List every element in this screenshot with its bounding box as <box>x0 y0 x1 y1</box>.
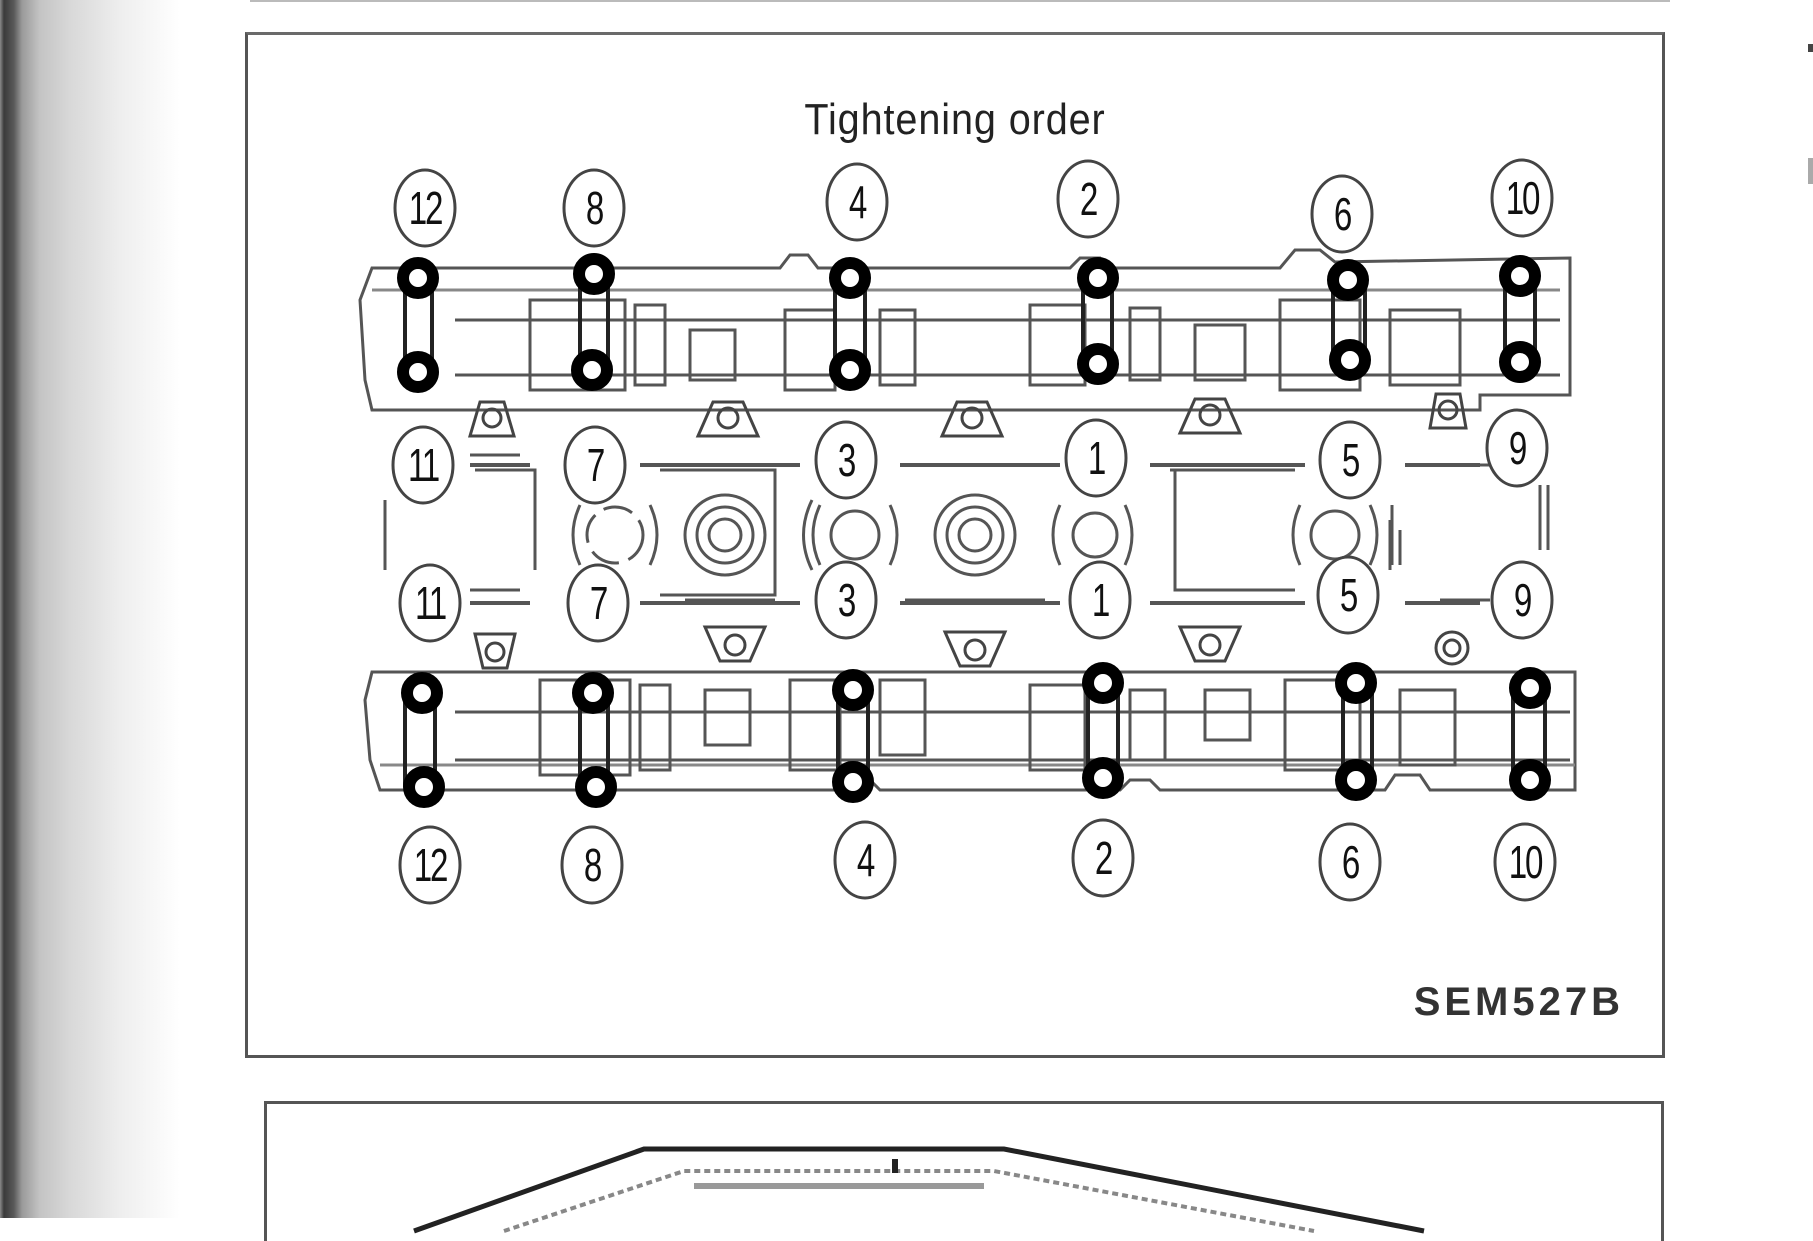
bolt-number-top-row: 10 <box>1505 172 1541 224</box>
bolt-number-lower-middle-row: 7 <box>589 577 608 629</box>
bolt-number-upper-middle-row: 3 <box>837 434 856 486</box>
bolt-number-bottom-row: 4 <box>856 834 875 886</box>
bolt-number-upper-middle-row: 7 <box>586 439 605 491</box>
figure-code: SEM527B <box>1413 980 1624 1024</box>
margin-mark <box>1808 44 1813 52</box>
bolt-number-bottom-row: 6 <box>1341 836 1360 888</box>
scanned-page-edge <box>0 0 180 1218</box>
bolt-number-top-row: 2 <box>1079 173 1098 225</box>
bolt-number-upper-middle-row: 1 <box>1087 432 1106 484</box>
bolt-number-bottom-row: 8 <box>583 839 602 891</box>
bolt-number-bottom-row: 10 <box>1508 836 1544 888</box>
bolt-number-top-row: 8 <box>585 182 604 234</box>
bolt-number-lower-middle-row: 1 <box>1091 574 1110 626</box>
top-rule <box>250 0 1670 2</box>
margin-mark <box>1808 158 1813 184</box>
bolt-number-bottom-row: 2 <box>1094 832 1113 884</box>
bolt-number-bottom-row: 12 <box>413 839 449 891</box>
bolt-number-upper-middle-row: 11 <box>407 439 440 491</box>
bolt-number-top-row: 4 <box>848 176 867 228</box>
bolt-number-lower-middle-row: 5 <box>1339 569 1358 621</box>
figure-title: Tightening order <box>804 95 1106 144</box>
next-figure-frame <box>264 1101 1664 1241</box>
bolt-number-lower-middle-row: 11 <box>414 577 447 629</box>
bolt-number-upper-middle-row: 9 <box>1508 422 1527 474</box>
bolt-number-top-row: 12 <box>408 182 444 234</box>
figure-frame: Tightening order SEM527B <box>245 32 1665 1058</box>
bolt-number-upper-middle-row: 5 <box>1341 434 1360 486</box>
oil-pan-outline <box>413 1146 1425 1234</box>
bolt-number-top-row: 6 <box>1333 188 1352 240</box>
bolt-number-lower-middle-row: 9 <box>1513 574 1532 626</box>
bolt-number-lower-middle-row: 3 <box>837 574 856 626</box>
